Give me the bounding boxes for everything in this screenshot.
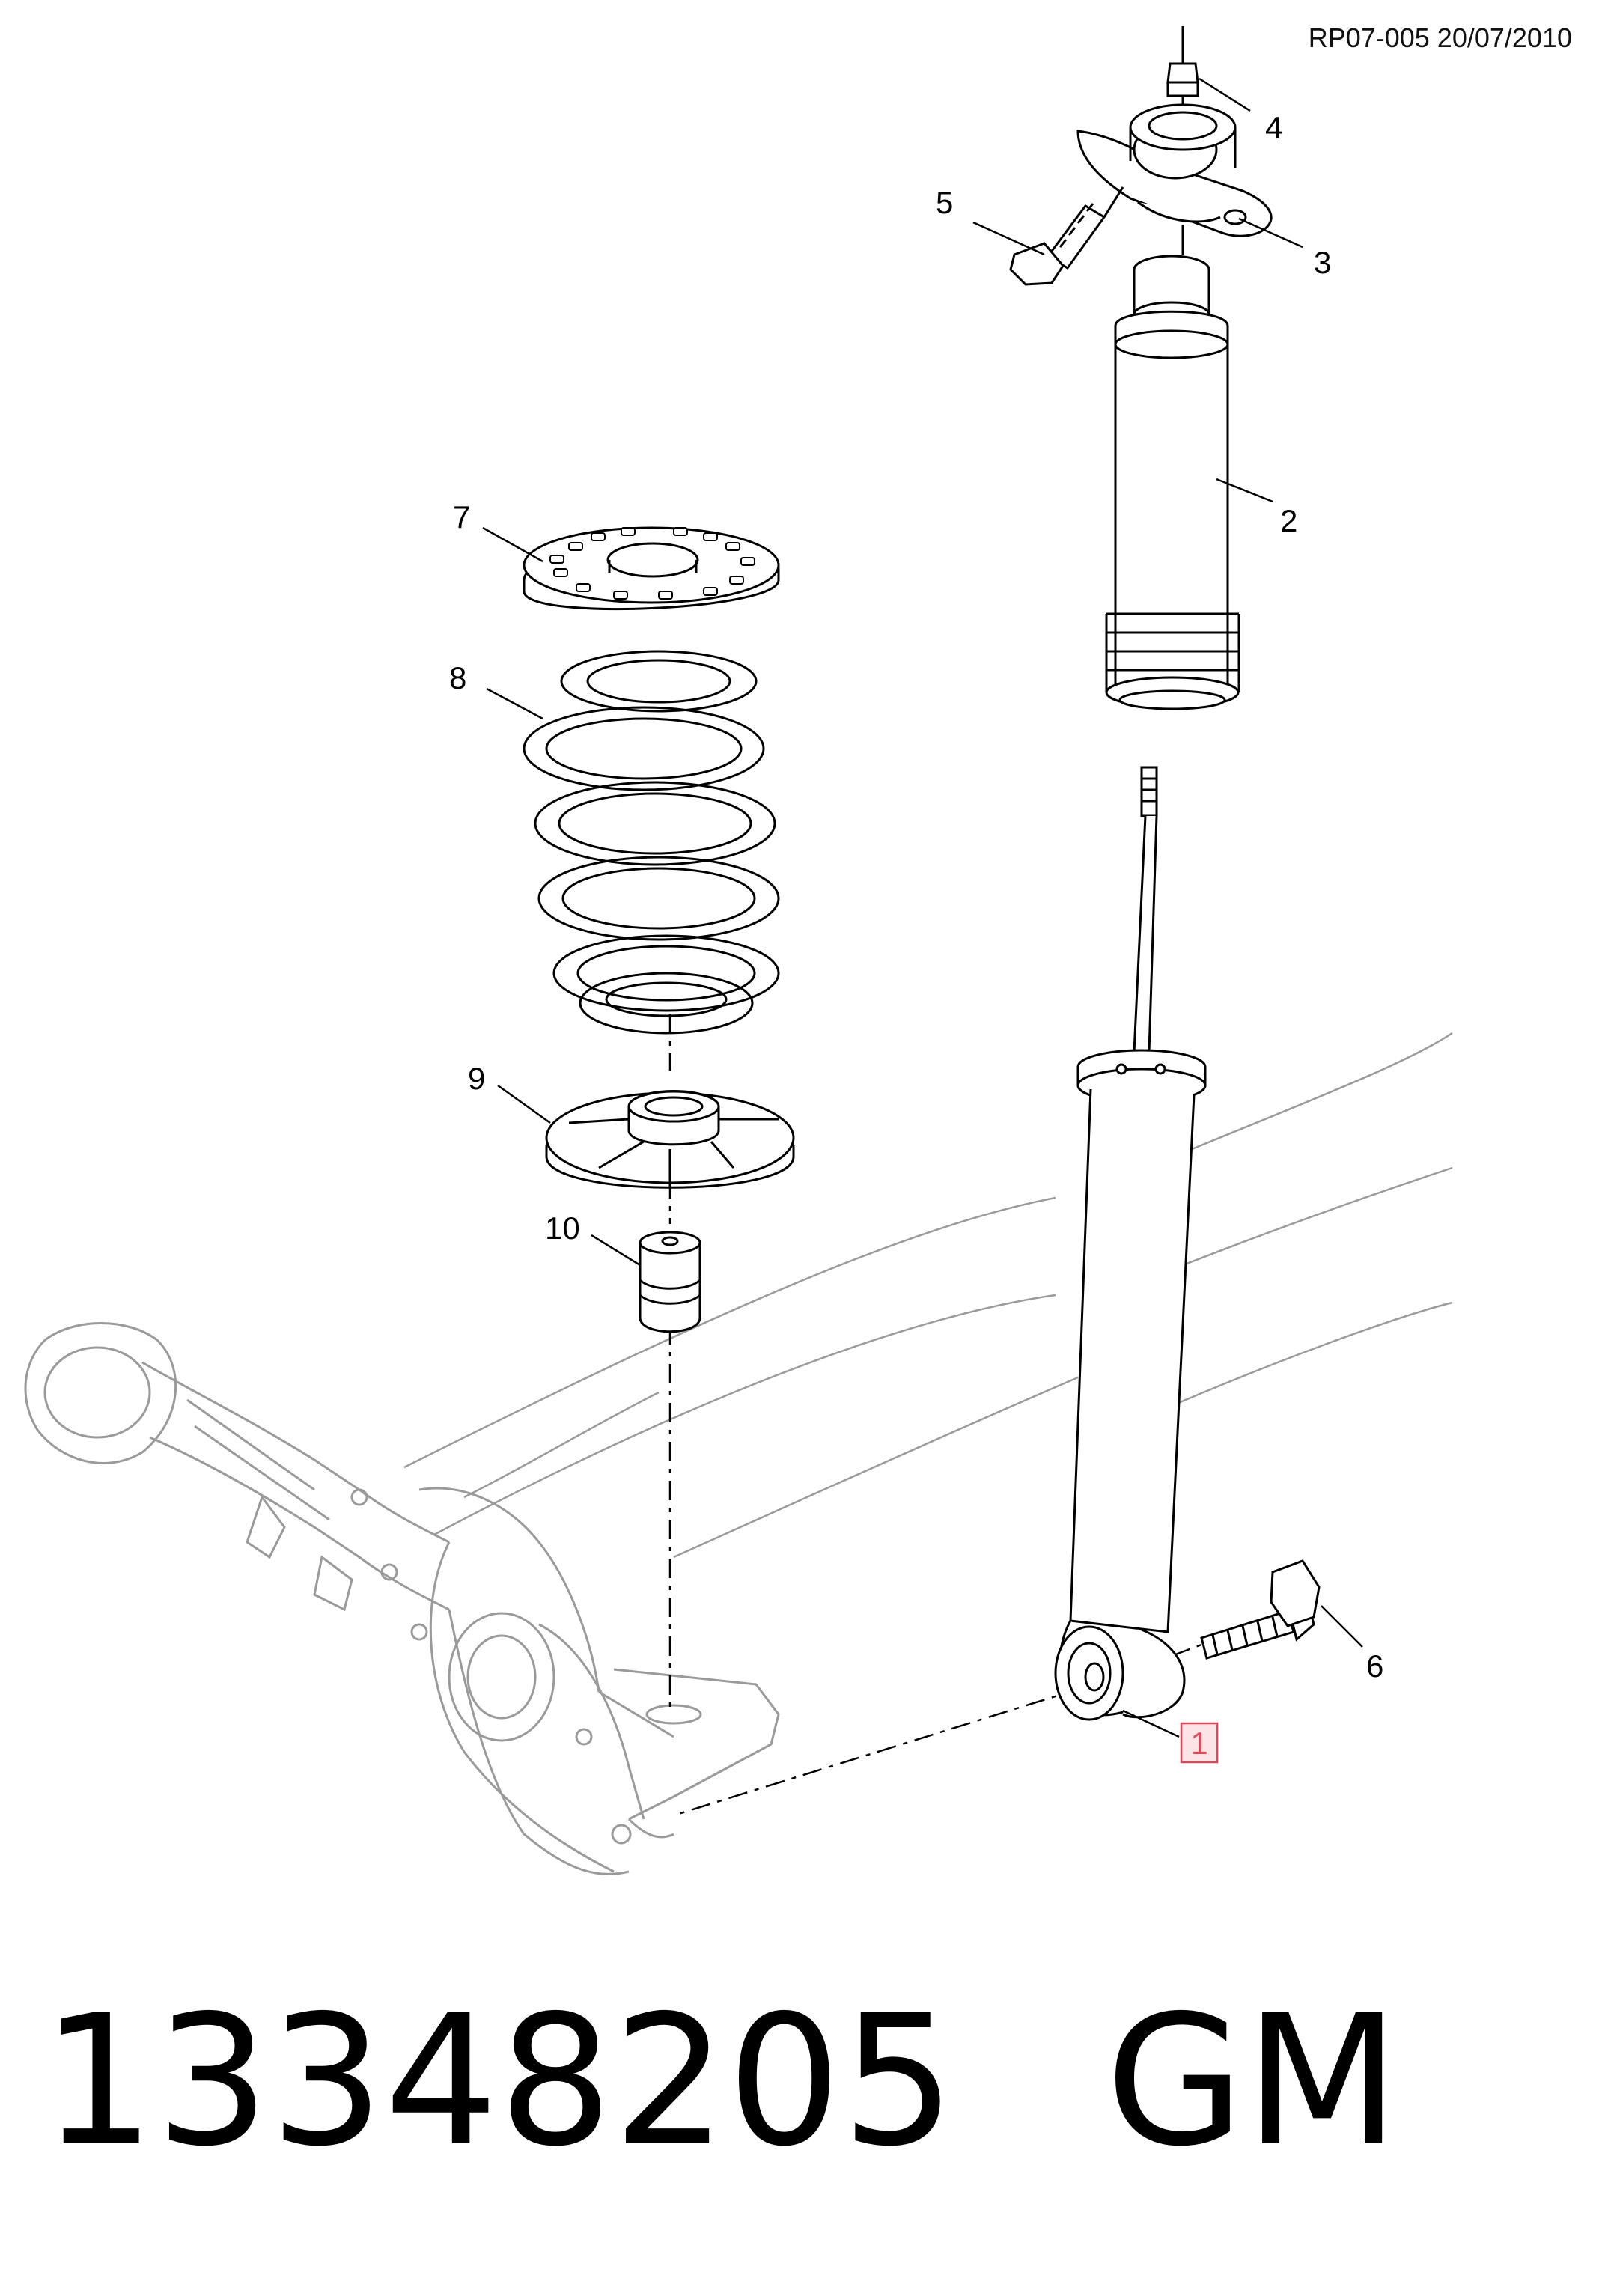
brand-label: GM	[1105, 1976, 1400, 2186]
part-5-bolt	[1009, 186, 1124, 286]
callout-label-9: 9	[468, 1061, 485, 1096]
callout-label-6: 6	[1366, 1648, 1383, 1684]
callout-label-8: 8	[449, 660, 466, 695]
rear-axle-beam-ghost	[403, 1032, 1453, 1559]
callout-label-2: 2	[1280, 503, 1297, 538]
part-3-strut-mount	[1076, 103, 1273, 255]
callout-label-5: 5	[936, 185, 953, 220]
part-7-upper-spring-seat	[523, 526, 780, 610]
part-4-nut	[1166, 26, 1199, 109]
callout-labels: 4 5 3 2 7 8 9 10 6 1	[449, 110, 1383, 1764]
callout-label-1: 1	[1190, 1726, 1207, 1761]
callout-label-10: 10	[545, 1211, 580, 1246]
callout-label-7: 7	[453, 499, 470, 535]
diagram-reference: RP07-005 20/07/2010	[1308, 22, 1572, 53]
callout-leader-lines	[482, 77, 1363, 1738]
callout-label-3: 3	[1314, 245, 1331, 280]
part-6-bolt	[1200, 1559, 1321, 1660]
part-number: 13348205	[41, 1976, 956, 2186]
part-9-lower-spring-seat	[545, 1090, 795, 1189]
part-1-shock-absorber	[1054, 766, 1207, 1721]
callout-label-4: 4	[1265, 110, 1282, 145]
trailing-arm-knuckle-ghost	[24, 1322, 780, 1875]
part-2-dust-boot	[1105, 255, 1240, 710]
part-8-coil-spring	[523, 650, 780, 1035]
part-number-footer: 13348205 GM	[41, 1976, 1568, 2186]
highlighted-callout-box	[1180, 1722, 1219, 1764]
part-10-bump-stop	[639, 1231, 701, 1333]
